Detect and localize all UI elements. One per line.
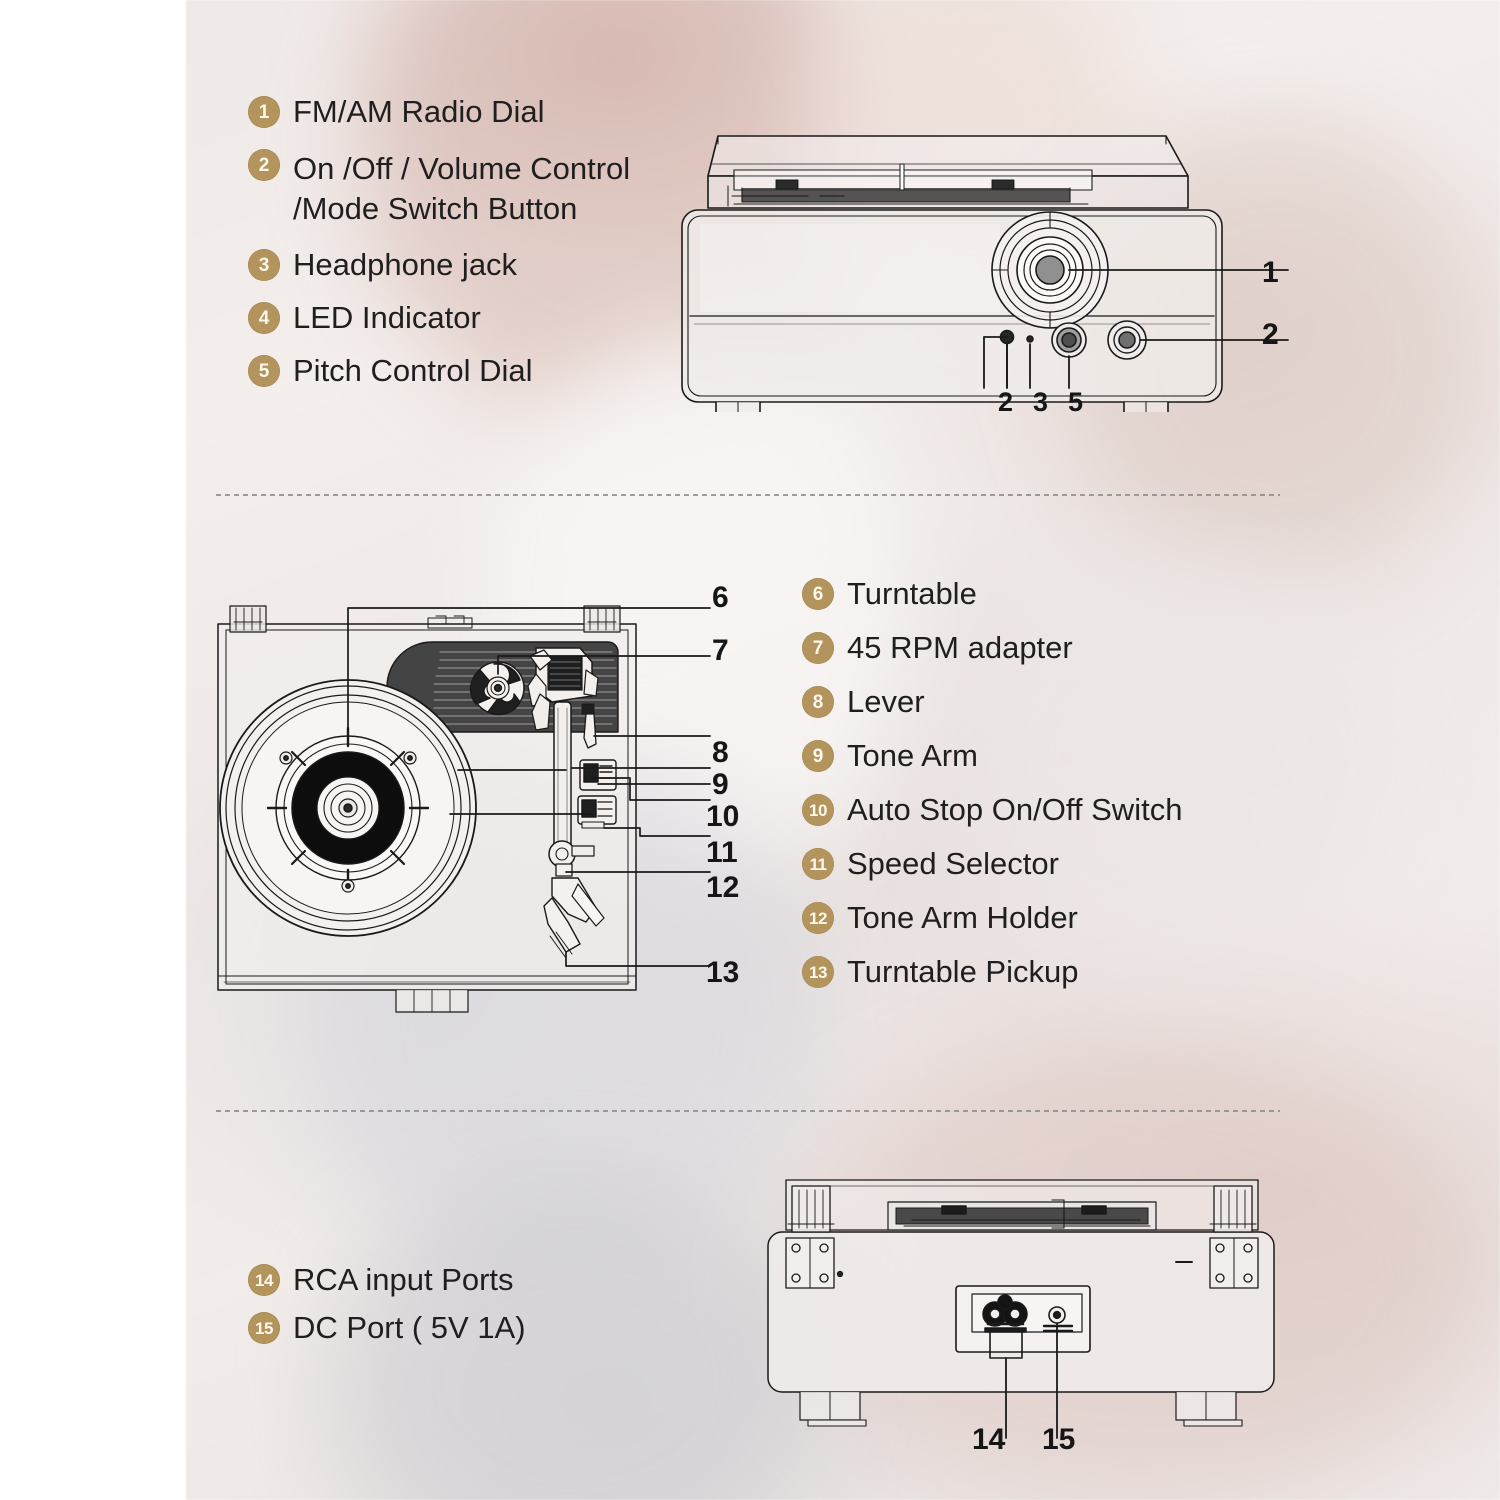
leader-label-12: 12 [706, 871, 740, 904]
legend-label-1: FM/AM Radio Dial [293, 94, 545, 129]
leader-label-2-right: 2 [1262, 318, 1279, 351]
badge-5: 5 [248, 355, 280, 388]
badge-15: 15 [248, 1312, 280, 1344]
leader-label-11: 11 [706, 836, 738, 869]
leader-label-14: 14 [972, 1423, 1006, 1456]
legend-item: 9 Tone Arm [802, 740, 1282, 772]
legend-rear-view: 14 RCA input Ports 15 DC Port ( 5V 1A) [248, 1264, 608, 1344]
badge-12: 12 [802, 902, 834, 934]
badge-1: 1 [248, 96, 280, 128]
legend-label-10: Auto Stop On/Off Switch [847, 792, 1183, 827]
illustration-top-view [200, 578, 720, 1018]
badge-13: 13 [802, 956, 834, 988]
legend-item: 5 Pitch Control Dial [248, 353, 678, 389]
legend-label-12: Tone Arm Holder [847, 900, 1078, 935]
badge-7: 7 [802, 632, 834, 664]
legend-item: 6 Turntable [802, 578, 1282, 610]
badge-8: 8 [802, 686, 834, 718]
illustration-rear-view [752, 1168, 1292, 1458]
legend-label-11: Speed Selector [847, 846, 1059, 881]
badge-3: 3 [248, 249, 280, 282]
legend-label-13: Turntable Pickup [847, 954, 1079, 989]
leader-label-8: 8 [712, 736, 729, 769]
legend-item: 1 FM/AM Radio Dial [248, 96, 678, 128]
badge-6: 6 [802, 578, 834, 610]
badge-14: 14 [248, 1264, 280, 1296]
legend-item: 10 Auto Stop On/Off Switch [802, 794, 1282, 826]
legend-top-view: 6 Turntable 7 45 RPM adapter 8 Lever 9 T… [802, 578, 1282, 988]
badge-11: 11 [802, 848, 834, 880]
legend-item: 3 Headphone jack [248, 247, 678, 283]
section-divider-1 [216, 494, 1280, 496]
legend-item: 12 Tone Arm Holder [802, 902, 1282, 934]
legend-label-9: Tone Arm [847, 738, 978, 773]
leader-label-13: 13 [706, 956, 740, 989]
leader-label-10: 10 [706, 800, 740, 833]
leader-label-2-bottom: 2 [998, 387, 1014, 417]
legend-item: 11 Speed Selector [802, 848, 1282, 880]
legend-label-7: 45 RPM adapter [847, 630, 1073, 665]
legend-item: 2 On /Off / Volume Control /Mode Switch … [248, 149, 678, 228]
legend-front-view: 1 FM/AM Radio Dial 2 On /Off / Volume Co… [248, 96, 678, 389]
legend-item: 15 DC Port ( 5V 1A) [248, 1312, 608, 1344]
leader-label-15: 15 [1042, 1423, 1076, 1456]
leader-label-1: 1 [1262, 256, 1279, 289]
legend-item: 8 Lever [802, 686, 1282, 718]
legend-label-3: Headphone jack [293, 247, 518, 283]
legend-label-15: DC Port ( 5V 1A) [293, 1310, 526, 1345]
section-divider-2 [216, 1110, 1280, 1112]
illustration-front-view [672, 112, 1312, 412]
legend-label-5: Pitch Control Dial [293, 353, 533, 389]
legend-label-4: LED Indicator [293, 300, 481, 336]
badge-4: 4 [248, 302, 280, 335]
legend-label-14: RCA input Ports [293, 1262, 514, 1297]
leader-label-5-bottom: 5 [1068, 387, 1084, 417]
legend-item: 4 LED Indicator [248, 300, 678, 336]
leader-label-3-bottom: 3 [1033, 387, 1049, 417]
badge-10: 10 [802, 794, 834, 826]
leader-label-7: 7 [712, 634, 729, 667]
legend-item: 13 Turntable Pickup [802, 956, 1282, 988]
legend-label-2: On /Off / Volume Control /Mode Switch Bu… [293, 151, 631, 226]
legend-item: 7 45 RPM adapter [802, 632, 1282, 664]
leader-label-9: 9 [712, 768, 729, 801]
leader-label-6: 6 [712, 581, 729, 614]
legend-label-6: Turntable [847, 576, 977, 611]
legend-item: 14 RCA input Ports [248, 1264, 608, 1296]
badge-9: 9 [802, 740, 834, 772]
legend-label-8: Lever [847, 684, 925, 719]
badge-2: 2 [248, 149, 280, 181]
